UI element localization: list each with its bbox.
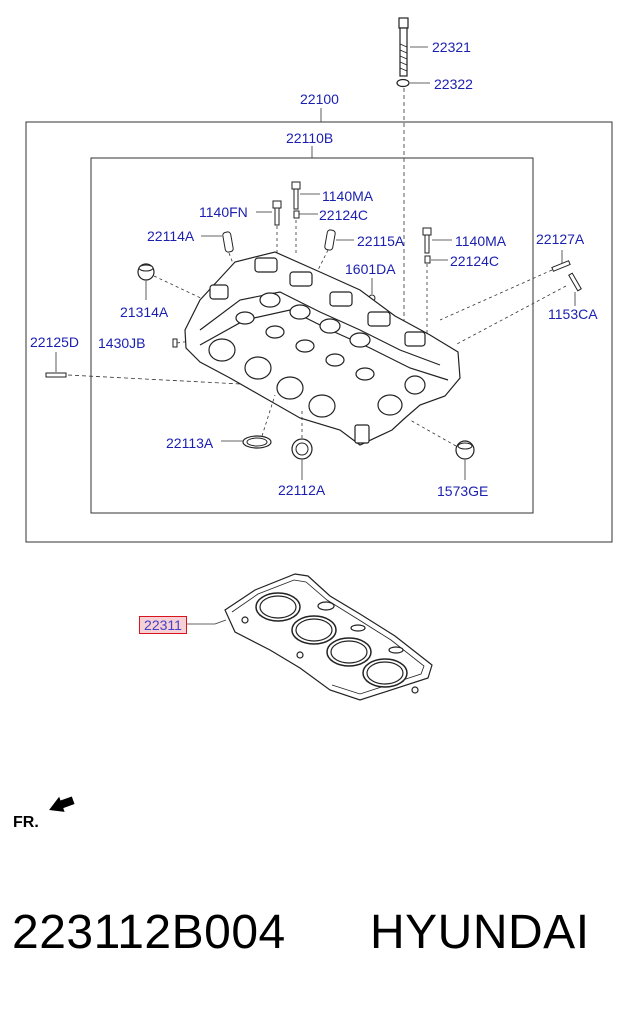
label-1140ma-a[interactable]: 1140MA: [322, 188, 374, 204]
dowel-22115a-icon: [324, 229, 336, 251]
label-22124c-a[interactable]: 22124C: [319, 207, 369, 223]
label-22311-selected[interactable]: 22311: [139, 616, 187, 634]
label-22127a[interactable]: 22127A: [536, 231, 585, 247]
label-22100[interactable]: 22100: [300, 91, 339, 107]
front-arrow-icon: [49, 796, 75, 812]
stud-1153ca-icon: [568, 272, 582, 292]
seal-22112a-icon: [291, 438, 313, 460]
label-22112a[interactable]: 22112A: [278, 482, 326, 498]
label-22115a[interactable]: 22115A: [357, 233, 405, 249]
front-direction-label: FR.: [13, 814, 39, 831]
label-1140ma-b[interactable]: 1140MA: [455, 233, 507, 249]
head-bolt-icon: [398, 17, 409, 77]
outer-frame: [25, 121, 613, 543]
label-21314a[interactable]: 21314A: [120, 304, 169, 320]
label-1153ca[interactable]: 1153CA: [548, 306, 598, 322]
washer-icon: [396, 78, 410, 88]
stud-22127a-icon: [551, 260, 571, 272]
cap-21314a-icon: [137, 263, 155, 281]
part-number: 223112B004: [12, 906, 286, 959]
label-22125d[interactable]: 22125D: [30, 334, 80, 350]
head-gasket-icon: [224, 573, 433, 701]
bolt-1140fn-icon: [272, 200, 282, 226]
bolt-1140ma-icon: [291, 181, 301, 210]
label-1601da[interactable]: 1601DA: [345, 261, 396, 277]
label-22322[interactable]: 22322: [434, 76, 473, 92]
dowel-22114a-icon: [222, 231, 234, 253]
label-22113a[interactable]: 22113A: [166, 435, 214, 451]
bolt-1140ma-b-icon: [422, 227, 432, 254]
label-22321[interactable]: 22321: [432, 39, 471, 55]
label-22110b[interactable]: 22110B: [286, 130, 334, 146]
label-22124c-b[interactable]: 22124C: [450, 253, 500, 269]
brand-name: HYUNDAI: [370, 906, 590, 959]
dowel-22124c-icon: [293, 210, 300, 219]
label-1430jb[interactable]: 1430JB: [98, 335, 146, 351]
label-22114a[interactable]: 22114A: [147, 228, 195, 244]
label-1140fn[interactable]: 1140FN: [199, 204, 248, 220]
plug-1573ge-icon: [455, 440, 475, 460]
cylinder-head-icon: [184, 251, 461, 446]
label-1573ge[interactable]: 1573GE: [437, 483, 489, 499]
stud-22125d-icon: [45, 372, 67, 378]
seal-22113a-icon: [242, 435, 272, 449]
pin-1430jb-icon: [172, 338, 178, 348]
dowel-22124c-b-icon: [424, 255, 431, 264]
